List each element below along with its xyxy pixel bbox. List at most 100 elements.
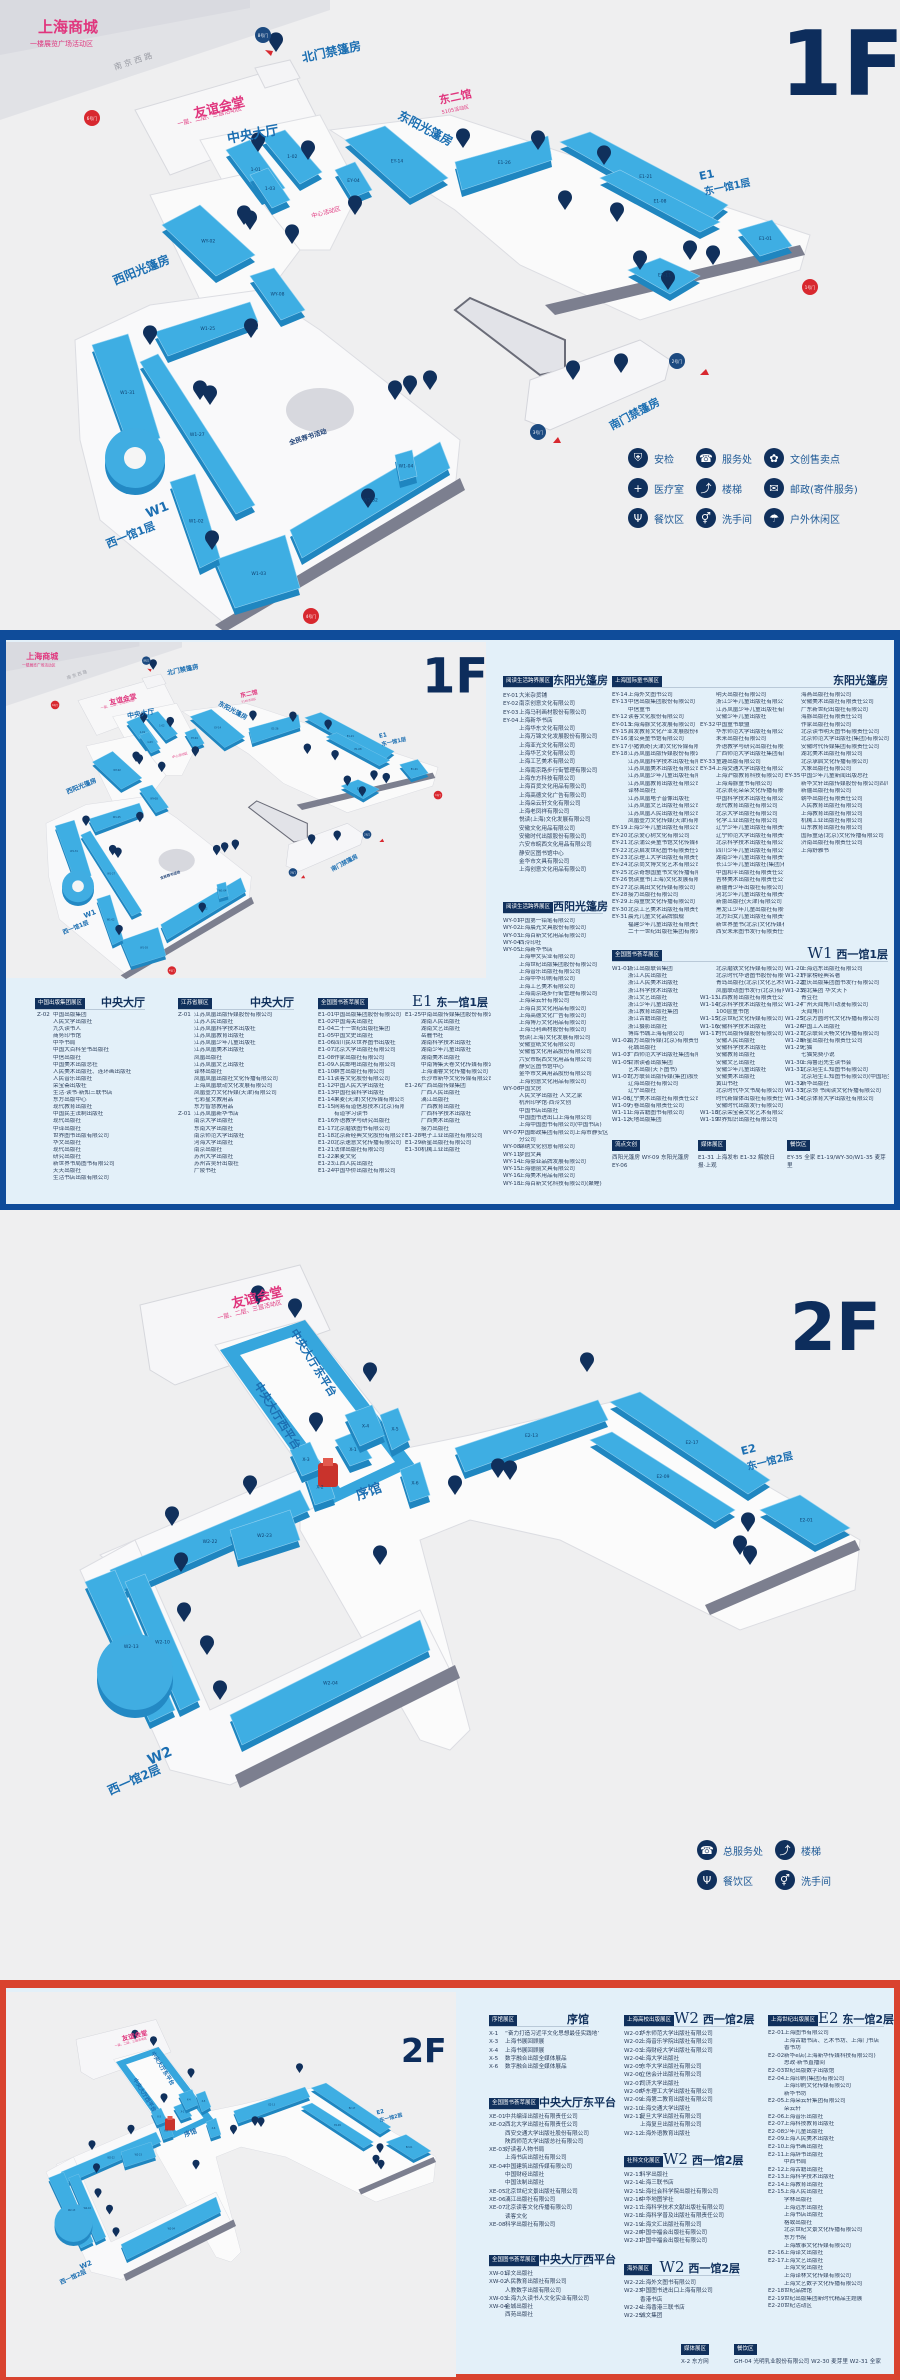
booth-code: [612, 781, 628, 788]
list-item: 东南大学出版社: [178, 1126, 296, 1133]
map-pin-icon[interactable]: [177, 1602, 192, 1622]
map-pin-icon[interactable]: [740, 1512, 755, 1532]
booth-block[interactable]: [229, 1509, 301, 1567]
map-pin-icon[interactable]: [531, 130, 545, 150]
booth-block[interactable]: [169, 473, 221, 575]
map-pin-icon[interactable]: [373, 1545, 388, 1565]
map-pin-icon[interactable]: [661, 270, 676, 290]
map-pin-icon[interactable]: [558, 190, 572, 210]
booth-block[interactable]: [229, 1619, 431, 1752]
booth-block[interactable]: [454, 135, 553, 197]
booth-code: WY-14: [503, 1158, 521, 1165]
booth-block[interactable]: [139, 353, 256, 521]
map-pin-icon[interactable]: [309, 1412, 324, 1432]
map-pin-icon[interactable]: [361, 488, 375, 508]
exhibitor-name: 东方出版中心: [53, 1097, 87, 1104]
booth-label: 1-01: [251, 167, 261, 173]
gate-2[interactable]: 2号门: [669, 353, 685, 369]
map-pin-icon[interactable]: [244, 318, 258, 338]
booth-block[interactable]: [334, 161, 373, 205]
exhibitor-name: 浙江摄影出版社: [628, 1023, 668, 1030]
floor-1-map-section: 上海商城 一楼展览广场活动区 南 京 西 路 友谊会堂 一层、二层、三层活动区 …: [0, 0, 900, 632]
gate-8[interactable]: 8号门: [255, 27, 271, 43]
booth-block[interactable]: [399, 1461, 431, 1509]
booth-block[interactable]: [737, 219, 793, 263]
map-pin-icon[interactable]: [251, 132, 265, 152]
map-pin-icon[interactable]: [580, 1352, 594, 1372]
booth-block[interactable]: [759, 1494, 851, 1552]
map-pin-icon[interactable]: [288, 1298, 302, 1318]
map-pin-icon[interactable]: [503, 1460, 517, 1480]
map-pin-icon[interactable]: [243, 210, 257, 230]
map-pin-icon[interactable]: [363, 1362, 378, 1382]
map-pin-icon[interactable]: [173, 1552, 188, 1572]
booth-block[interactable]: [394, 449, 418, 488]
booth-block[interactable]: [344, 125, 449, 205]
map-pin-icon[interactable]: [269, 32, 284, 52]
booth-block[interactable]: [214, 534, 301, 615]
map-pin-icon[interactable]: [348, 195, 362, 215]
exhibitor-name: 浙江古籍出版社: [628, 1016, 668, 1023]
gate-3[interactable]: 3号门: [530, 424, 546, 440]
map-pin-icon[interactable]: [706, 245, 721, 265]
floor-1-mini-map[interactable]: [6, 640, 486, 980]
map-pin-icon[interactable]: [285, 224, 299, 244]
map-pin-icon[interactable]: [456, 128, 471, 148]
floor-1-map[interactable]: 上海商城 一楼展览广场活动区 南 京 西 路 友谊会堂 一层、二层、三层活动区 …: [0, 0, 900, 632]
booth-code: [503, 998, 519, 1005]
round-booth: [97, 1634, 173, 1710]
map-pin-icon[interactable]: [205, 530, 220, 550]
booth-block[interactable]: [249, 267, 306, 327]
map-pin-icon[interactable]: [566, 360, 580, 380]
booth-block[interactable]: [589, 1431, 736, 1529]
map-pin-icon[interactable]: [300, 140, 315, 160]
map-pin-icon[interactable]: [203, 385, 217, 405]
map-pin-icon[interactable]: [251, 1285, 265, 1305]
booth-code: [503, 758, 519, 766]
map-pin-icon[interactable]: [388, 380, 402, 400]
map-pin-icon[interactable]: [143, 325, 158, 345]
map-pin-icon[interactable]: [200, 1635, 215, 1655]
gate-4[interactable]: 4号门: [303, 608, 319, 624]
map-pin-icon[interactable]: [447, 1475, 463, 1495]
booth-block[interactable]: [261, 129, 323, 191]
booth-block[interactable]: [334, 1431, 373, 1473]
map-pin-icon[interactable]: [743, 1545, 758, 1565]
booth-block[interactable]: [154, 301, 259, 363]
booth-block[interactable]: [249, 167, 291, 215]
floor-2-mini-map[interactable]: [6, 1992, 456, 2377]
gate-1[interactable]: 1号门: [802, 279, 818, 295]
map-pin-icon[interactable]: [733, 1535, 748, 1555]
map-pin-icon[interactable]: [597, 145, 611, 165]
booth-block[interactable]: [91, 333, 161, 457]
booth-block[interactable]: [609, 1391, 771, 1501]
map-pin-icon[interactable]: [165, 1506, 179, 1526]
booth-block[interactable]: [379, 1407, 411, 1457]
booth-block[interactable]: [599, 169, 721, 239]
map-pin-icon[interactable]: [403, 375, 418, 395]
map-pin-icon[interactable]: [193, 380, 208, 400]
exhibitor-name: 上海童悦文化传播有限公司: [628, 899, 696, 906]
gate-6[interactable]: 6号门: [84, 110, 100, 126]
booth-code: [178, 1055, 194, 1062]
exhibitor-name: 北京蒲公英童书馆文化传媒有限公司: [628, 840, 698, 847]
list-item: 北京时代华文书局有限公司: [700, 1088, 784, 1095]
map-pin-icon[interactable]: [610, 202, 625, 222]
map-pin-icon[interactable]: [614, 353, 628, 373]
map-pin-icon[interactable]: [213, 1680, 228, 1700]
map-pin-icon[interactable]: [633, 250, 647, 270]
floor-2-map[interactable]: 友谊会堂 一层、二层、三层活动区 中央大厅东平台 中央大厅西平台 序馆 E2 东…: [0, 1210, 900, 1980]
map-pin-icon[interactable]: [491, 1458, 506, 1478]
list-item: 江苏凤凰科学技术出版社有限公司: [612, 759, 698, 766]
map-pin-icon[interactable]: [682, 240, 698, 260]
map-pin-icon[interactable]: [243, 1475, 257, 1495]
booth-block[interactable]: [161, 204, 256, 283]
booth-code: W1-27: [785, 1030, 804, 1037]
list-item: 安徽时代传媒集团有限责任公司: [785, 744, 889, 751]
map-pin-icon[interactable]: [423, 370, 438, 390]
